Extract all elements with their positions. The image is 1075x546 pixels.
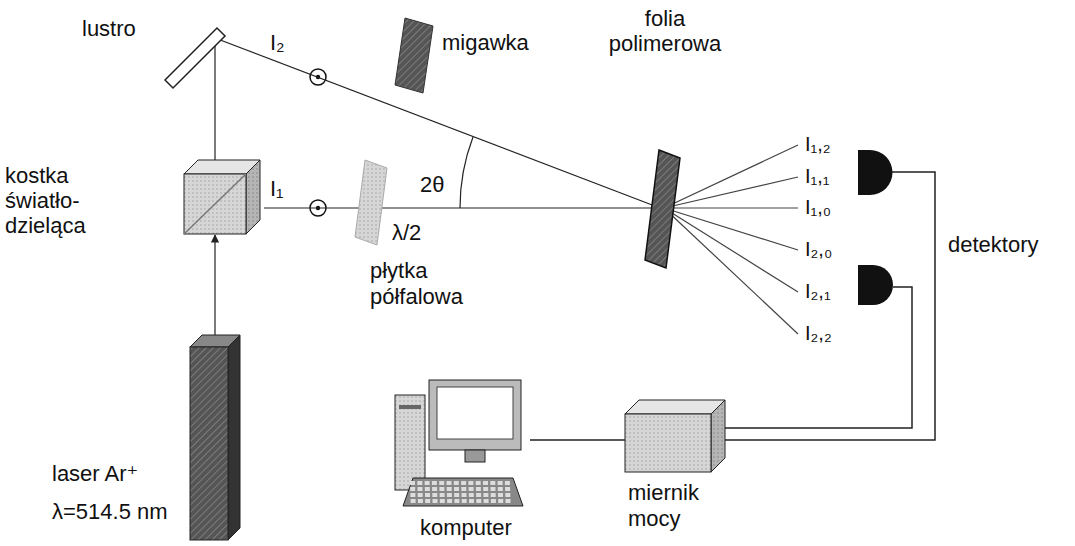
laser-beam (214, 38, 215, 160)
component-label: lustro (82, 16, 162, 41)
signal-wire (725, 172, 935, 440)
component-label: folia polimerowa (600, 6, 730, 56)
component-label: λ/2 (392, 220, 442, 245)
beam-label: I₂,₀ (805, 238, 832, 261)
computer-icon-shape (395, 380, 530, 510)
beam-splitter-cube: kostka światło-dzieląca (184, 160, 264, 235)
component-label: płytka półfalowa (370, 258, 485, 310)
computer-icon: komputer (395, 380, 530, 510)
diffracted-beams (664, 145, 798, 334)
component-label: miernik mocy (628, 480, 723, 532)
shutter-shape (395, 18, 433, 93)
beam-label: I₂ (270, 30, 285, 55)
laser-beam (214, 235, 215, 335)
polymer-film: folia polimerowa (645, 150, 680, 268)
component-label: detektory (948, 232, 1068, 257)
beam-label: I₁,₁ (805, 165, 830, 188)
mirror-shape (165, 28, 225, 88)
component-label: laser Ar⁺ λ=514.5 nm (52, 455, 182, 531)
beam-label: I₁ (270, 176, 284, 201)
shutter: migawka (395, 18, 433, 93)
component-label: migawka (442, 30, 552, 55)
laser-beam (215, 38, 660, 208)
signal-wire (530, 439, 625, 441)
angle-label: 2θ (420, 172, 444, 197)
laser-beam (382, 207, 660, 208)
polarization-symbol (310, 69, 326, 216)
polymer-film-shape (645, 150, 680, 268)
power-meter: miernik mocy (625, 400, 725, 472)
power-meter-shape (625, 400, 725, 472)
laser-source: laser Ar⁺ λ=514.5 nm (190, 335, 240, 540)
beam-label: I₂,₂ (805, 322, 832, 345)
beam-label: I₁,₀ (805, 196, 831, 219)
laser-beam (264, 207, 359, 208)
mirror: lustro (165, 28, 225, 88)
detector-wire (725, 287, 912, 428)
half-wave-plate: λ/2płytka półfalowa (355, 160, 387, 245)
laser-source-shape (190, 335, 240, 540)
beam-splitter-cube-shape (184, 160, 264, 235)
component-label: komputer (420, 515, 530, 540)
component-label: kostka światło-dzieląca (5, 163, 140, 238)
beam-label: I₂,₁ (805, 280, 831, 303)
half-wave-plate-shape (355, 160, 387, 245)
beam-label: I₁,₂ (805, 133, 831, 156)
detector-pair-shape (855, 145, 895, 310)
angle-arc (460, 137, 473, 208)
detector-pair: detektory (855, 145, 895, 310)
